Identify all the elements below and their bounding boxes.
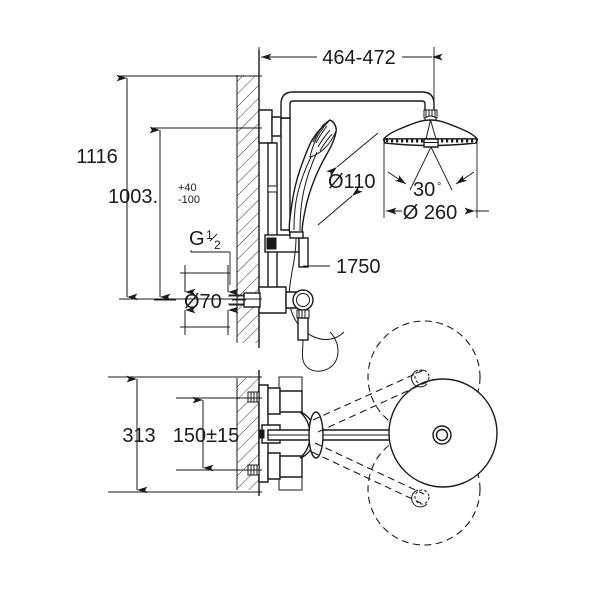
spray-cone-left [409, 146, 432, 191]
cone-flange-end [308, 411, 324, 459]
dim-hand-shower-diameter: Ø110 [317, 132, 379, 226]
wall-hatch-lower [237, 378, 259, 490]
label-1116: 1116 [76, 146, 118, 168]
lower-connector-block [267, 452, 281, 480]
label-spray-angle: 30 [413, 179, 435, 201]
swivel-head-center-inner [435, 428, 449, 442]
label-1003-tol-plus: +40 [178, 182, 197, 194]
d110-leader-lower [317, 186, 363, 226]
dim-thread-size: G 1 2 [189, 228, 231, 285]
wall-hatch-upper [237, 75, 259, 343]
shower-riser-assembly [229, 91, 479, 372]
top-wall-connector [258, 109, 273, 144]
dome-crease-left [425, 119, 431, 140]
spindle-seal [258, 429, 265, 439]
dome-crease-right [430, 119, 437, 140]
dim-escutcheon-diameter: Ø70 [154, 265, 246, 335]
label-1003-tol-minus: -100 [178, 194, 200, 206]
spray-rib-4 [312, 123, 325, 143]
hand-shower-base [289, 231, 304, 239]
label-1003: 1003. [108, 186, 158, 208]
label-1750: 1750 [336, 256, 381, 278]
top-connector-collar [271, 116, 282, 137]
dim-hose-length: 1750 [303, 256, 381, 278]
hand-shower [288, 119, 337, 239]
angle-arrow-left [387, 171, 407, 185]
fraction-slash [209, 233, 218, 242]
label-diameter-110: Ø110 [328, 171, 375, 193]
handle-contour-2 [299, 151, 318, 232]
label-diameter-260: Ø 260 [403, 202, 457, 224]
swivel-head-lower-ring [414, 489, 430, 505]
swivel-arm-lower-edge-2 [311, 451, 422, 504]
riser-pipe-upper [280, 117, 291, 231]
label-diameter-70: Ø70 [184, 291, 222, 313]
wall-lower-section [236, 370, 260, 496]
upper-escutcheon-body [279, 390, 303, 413]
hand-shower-spray-face [309, 119, 337, 158]
upper-connector-block [267, 387, 281, 415]
label-150: 150±15 [173, 425, 240, 447]
swivel-arm-upper-edge-2 [317, 381, 428, 433]
leader-thread-1 [190, 250, 230, 253]
mixer-valve-body [258, 286, 287, 314]
dim-projection: 464-472 [258, 47, 443, 110]
handle-contour-1 [293, 156, 312, 231]
label-angle-degree: ° [437, 181, 441, 193]
swivel-rotation-diagram [311, 320, 498, 546]
wall-union-fitting [243, 292, 261, 308]
label-projection: 464-472 [322, 47, 395, 69]
angle-arrow-right [455, 171, 475, 185]
mixer-handle-inner [296, 293, 310, 307]
dim-head-shower: Ø 260 30 ° [383, 141, 489, 224]
spray-rib-1 [315, 125, 328, 144]
label-thread-G: G [189, 228, 205, 250]
swivel-arm-upper-edge-1 [312, 369, 425, 421]
d110-leader-upper [326, 132, 379, 177]
shower-hose-loop [301, 331, 339, 372]
hand-shower-slider-bracket [264, 234, 309, 268]
slide-rail [267, 142, 278, 301]
mixer-valve-assembly [229, 286, 314, 341]
spray-cone-right [430, 146, 453, 191]
spray-rib-3 [319, 133, 333, 152]
rail-joint-mid [267, 185, 278, 193]
label-thread-numerator: 1 [206, 228, 213, 242]
rotation-circle-lower [367, 432, 481, 546]
rotation-circle-upper [367, 320, 481, 434]
spray-rib-2 [317, 129, 331, 148]
swivel-head-upper-ring [414, 369, 430, 385]
label-313: 313 [122, 425, 155, 447]
swivel-head-upper [411, 369, 428, 388]
swivel-head-lower [411, 489, 428, 508]
lower-escutcheon-body [279, 455, 303, 478]
dim-valve-overall-height: 313 [108, 375, 262, 494]
swivel-arm-lower-edge-1 [314, 442, 425, 495]
dim-rail-height: 1003. +40 -100 [108, 126, 262, 301]
slider-holder-cup [298, 237, 309, 268]
hose-connector-stem [297, 317, 309, 341]
dim-valve-center-distance: 150±15 [173, 396, 262, 472]
label-thread-denominator: 2 [214, 238, 221, 252]
